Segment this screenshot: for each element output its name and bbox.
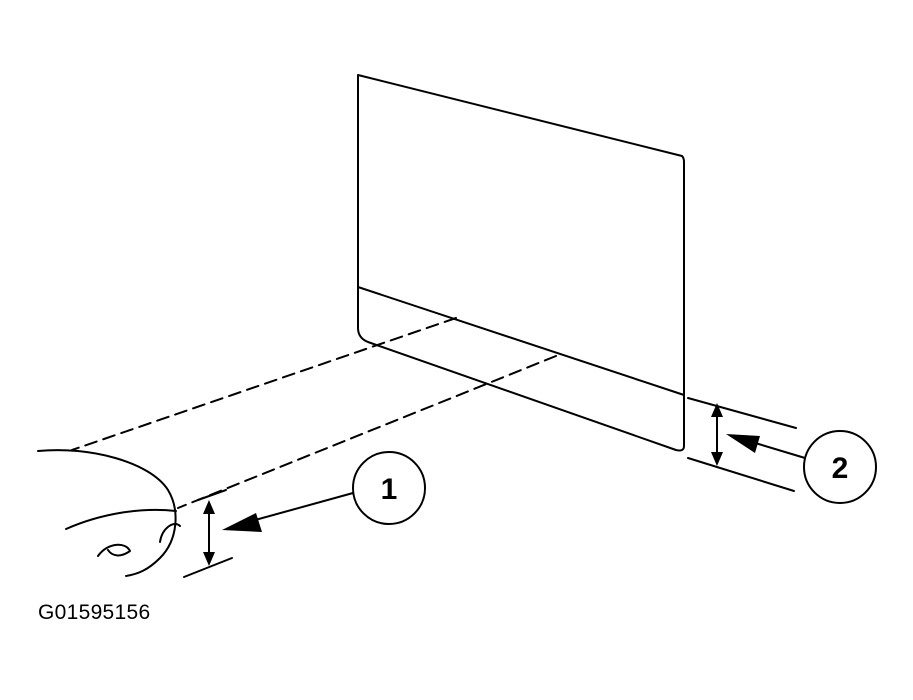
- leader-line-2: [751, 441, 806, 459]
- fingernail-curl: [97, 543, 131, 557]
- callout-2-label: 2: [832, 452, 849, 485]
- finger-crease: [65, 508, 177, 530]
- dimension-2-arrowhead-down: [711, 452, 723, 466]
- callout-1-circle: [352, 451, 426, 525]
- dimension-1-extension-top: [197, 489, 227, 501]
- vertical-panel: [357, 74, 685, 396]
- leader-line-1: [247, 492, 354, 523]
- dimension-2-extension-top: [687, 397, 797, 429]
- fingertip-outline: [37, 449, 177, 577]
- leader-2-arrowhead: [726, 434, 760, 453]
- dimension-1-arrowhead-down: [203, 552, 215, 566]
- projection-line-upper: [71, 317, 457, 451]
- dimension-1-arrowhead-up: [203, 500, 215, 514]
- dimension-2-extension-bottom: [687, 457, 795, 492]
- dimension-1-extension-bottom: [183, 557, 233, 578]
- figure-id-label: G01595156: [38, 601, 151, 624]
- panel-lower-strip: [357, 286, 685, 452]
- projection-line-lower: [177, 355, 557, 509]
- fingernail-tip: [159, 523, 181, 543]
- dimension-2-arrowhead-up: [711, 403, 723, 417]
- leader-1-arrowhead: [222, 513, 262, 532]
- callout-1-label: 1: [381, 473, 398, 506]
- callout-2-circle: [803, 430, 877, 504]
